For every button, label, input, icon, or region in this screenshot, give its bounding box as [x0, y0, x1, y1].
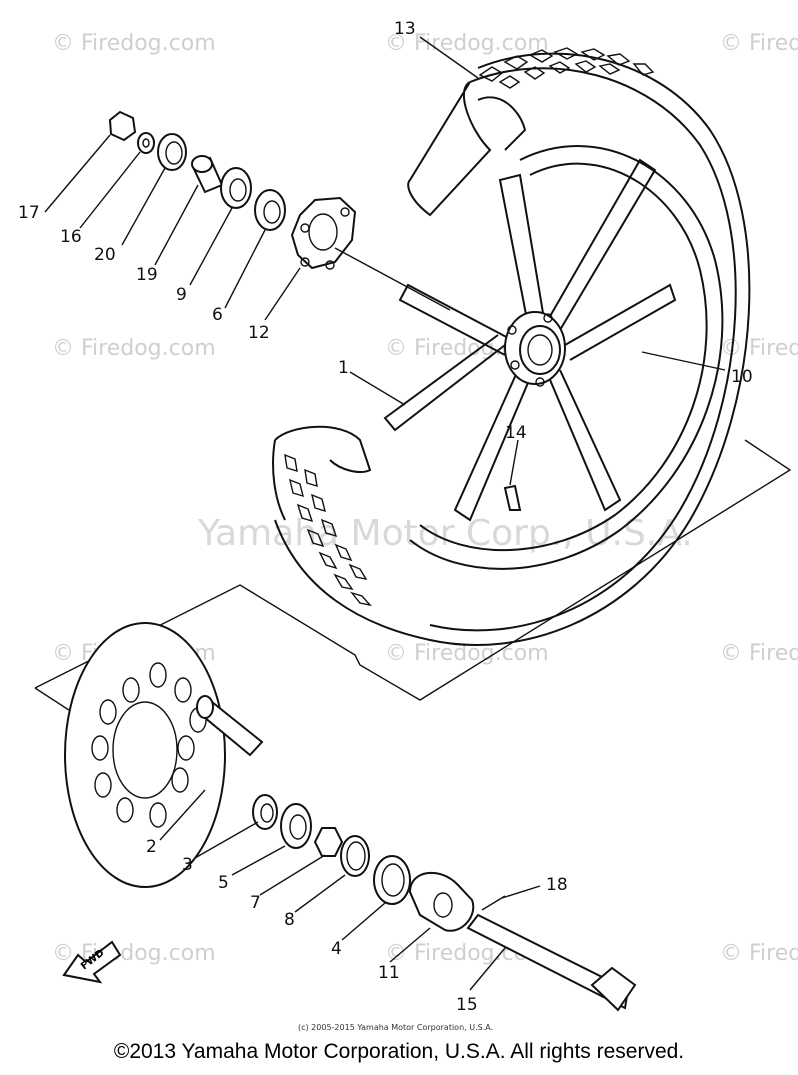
callout-5: 5	[218, 873, 229, 893]
callout-16: 16	[60, 227, 82, 247]
copyright-notice: ©2013 Yamaha Motor Corporation, U.S.A. A…	[113, 1040, 685, 1063]
callout-10: 10	[731, 367, 753, 387]
callout-7: 7	[250, 893, 261, 913]
callout-14: 14	[505, 423, 527, 443]
callout-20: 20	[94, 245, 116, 265]
part-7-retainer	[313, 827, 344, 857]
cast-wheel	[272, 47, 751, 646]
small-copyright: (c) 2005-2015 Yamaha Motor Corporation, …	[298, 1023, 493, 1032]
callout-8: 8	[284, 910, 295, 930]
watermark: © Firedog.com	[385, 31, 549, 56]
callout-2: 2	[146, 837, 157, 857]
center-watermark: Yamaha Motor Corp., U.S.A.	[197, 513, 693, 554]
callout-4: 4	[331, 939, 342, 959]
watermark: © Firedog.com	[720, 641, 798, 666]
upper-parts	[108, 110, 451, 311]
watermark: © Firedog.com	[720, 31, 798, 56]
part-16-washer	[137, 132, 155, 154]
watermark: © Firedog.com	[720, 941, 798, 966]
callout-18: 18	[546, 875, 568, 895]
leader-lines	[44, 36, 726, 991]
callout-15: 15	[456, 995, 478, 1015]
lower-parts	[64, 622, 637, 1012]
callout-6: 6	[212, 305, 223, 325]
part-5-bearing	[280, 803, 312, 849]
callout-13: 13	[394, 19, 416, 39]
assembly-plane-outline	[34, 439, 792, 701]
part-11-gear-unit	[408, 871, 475, 932]
callout-19: 19	[136, 265, 158, 285]
part-17-nut	[108, 110, 137, 142]
callout-11: 11	[378, 963, 400, 983]
watermark: © Firedog.com	[52, 31, 216, 56]
callout-3: 3	[182, 855, 193, 875]
callout-17: 17	[18, 203, 40, 223]
callout-9: 9	[176, 285, 187, 305]
watermark: © Firedog.com	[52, 336, 216, 361]
brake-disc	[64, 622, 226, 888]
callouts: 13 17 16 20 19 9 6 12 1 10 14 2 3 5 7 8 …	[18, 19, 753, 1015]
callout-1: 1	[338, 358, 349, 378]
callout-12: 12	[248, 323, 270, 343]
